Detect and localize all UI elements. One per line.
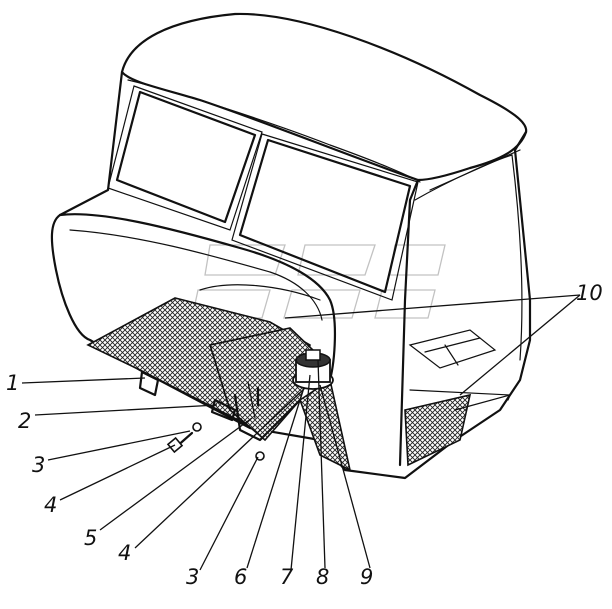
callout-7: 7	[280, 565, 294, 589]
bolt	[166, 431, 194, 454]
callout-8: 8	[316, 565, 329, 589]
mount-bracket	[138, 370, 160, 397]
callout-10: 10	[576, 281, 603, 305]
callout-4: 4	[44, 493, 57, 517]
callout-5: 5	[84, 526, 97, 550]
dashboard	[58, 213, 336, 382]
windshield-right	[238, 138, 412, 294]
callout-9: 9	[360, 565, 373, 589]
cab-roof	[120, 12, 528, 182]
callout-3: 3	[32, 453, 45, 477]
windshield-left	[115, 90, 257, 224]
callout-2: 2	[18, 409, 31, 433]
leader-lines	[21, 294, 581, 571]
watermark-logo	[191, 244, 446, 319]
floor-far-mesh	[404, 393, 472, 467]
callout-6: 6	[234, 565, 247, 589]
callout-1: 1	[6, 371, 19, 395]
callout-3b: 3	[186, 565, 199, 589]
callout-4b: 4	[118, 541, 131, 565]
washer	[192, 422, 202, 432]
gear-lever-base	[292, 349, 334, 390]
floor-right-mesh	[299, 378, 352, 472]
